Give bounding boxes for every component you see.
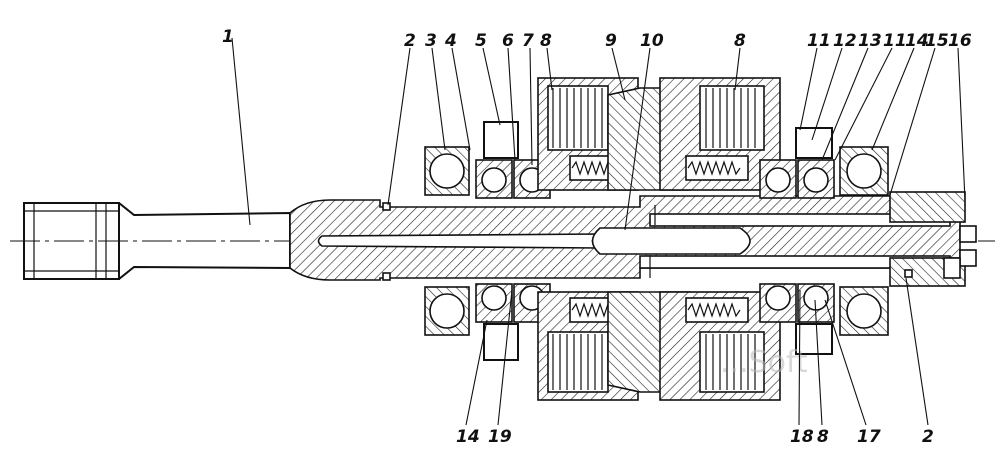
label-2-bottom: 2 <box>922 427 934 447</box>
label-18: 18 <box>790 427 814 447</box>
label-1: 1 <box>222 27 234 47</box>
label-10: 10 <box>640 31 664 51</box>
label-15: 15 <box>925 31 949 51</box>
label-7: 7 <box>522 31 534 51</box>
leader-lines <box>231 37 966 426</box>
label-14: 14 <box>905 31 929 51</box>
label-6: 6 <box>502 31 514 51</box>
right-end-fitting <box>889 191 977 287</box>
bearing-14 <box>839 146 889 336</box>
label-12: 12 <box>833 31 857 51</box>
label-3: 3 <box>425 31 437 51</box>
label-8b: 8 <box>734 31 746 51</box>
oil-chamber <box>591 227 751 255</box>
label-8-bottom: 8 <box>817 427 829 447</box>
right-clutch-pack-top <box>659 77 781 191</box>
label-5: 5 <box>475 31 487 51</box>
label-9: 9 <box>605 31 617 51</box>
spline-end <box>23 202 120 280</box>
label-14-bottom: 14 <box>456 427 480 447</box>
label-2: 2 <box>404 31 416 51</box>
label-17: 17 <box>857 427 881 447</box>
shaft-bore <box>317 233 601 249</box>
bearing-3 <box>424 146 470 336</box>
label-8a: 8 <box>540 31 552 51</box>
label-11b: 11 <box>883 31 907 51</box>
label-13: 13 <box>858 31 882 51</box>
label-11a: 11 <box>807 31 831 51</box>
label-4: 4 <box>444 31 457 51</box>
label-19: 19 <box>488 427 512 447</box>
labels-bottom: 14 19 18 8 17 2 <box>456 427 934 447</box>
labels-top: 1 2 3 4 5 6 7 8 9 10 8 11 12 13 11 14 15… <box>222 27 972 51</box>
label-16: 16 <box>948 31 972 51</box>
watermark: ...Soft <box>720 345 808 380</box>
bearings-11-13 <box>759 127 835 355</box>
